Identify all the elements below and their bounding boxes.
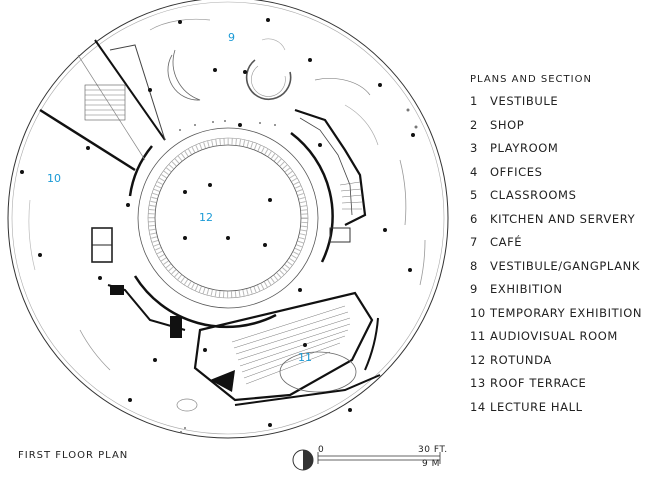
legend-item: 6 KITCHEN AND SERVERY — [470, 212, 648, 236]
legend-item-number: 12 — [470, 352, 486, 367]
rotunda-ramp-hatch — [148, 138, 308, 298]
room-label-9: 9 — [228, 31, 235, 44]
scale-zero-label: 0 — [318, 445, 324, 455]
rotunda-wall-right — [290, 132, 334, 263]
legend-item-number: 1 — [470, 94, 478, 108]
room-label-10: 10 — [47, 172, 61, 185]
legend-item-label: OFFICES — [490, 164, 543, 179]
legend-item: 5 CLASSROOMS — [470, 188, 648, 212]
legend-item-label: VESTIBULE/GANGPLANK — [490, 258, 641, 273]
legend-item: 9 EXHIBITION — [470, 282, 648, 306]
legend-item-label: LECTURE HALL — [490, 399, 583, 414]
audiovisual-wall — [193, 291, 374, 402]
legend-item: 8 VESTIBULE/GANGPLANK — [470, 259, 648, 283]
audiovisual-seating — [231, 305, 351, 385]
legend-item: 12 ROTUNDA — [470, 353, 648, 377]
legend-item-number: 2 — [470, 117, 478, 132]
legend-item-label: SHOP — [490, 117, 525, 132]
outer-wall — [7, 0, 449, 439]
legend-item: 7 CAFÉ — [470, 235, 648, 259]
partition-right-2 — [419, 239, 426, 286]
outer-wall-inner-line — [11, 1, 445, 435]
lower-left-solid-2 — [170, 316, 182, 338]
legend-item-number: 5 — [470, 188, 478, 202]
rotunda-wall-bottom — [133, 275, 277, 329]
legend-item-number: 4 — [470, 164, 478, 179]
wedge-outer-line — [77, 54, 146, 161]
legend-item-label: CLASSROOMS — [490, 188, 577, 202]
lower-left-solid — [110, 285, 124, 295]
legend-list: 1 VESTIBULE 2 SHOP 3 PLAYROOM 4 OFFICES 5 CLASSRO… — [470, 94, 648, 423]
legend: PLANS AND SECTION 1 VESTIBULE 2 SHOP 3 PLAYRO… — [470, 74, 648, 423]
right-core-box — [329, 227, 351, 243]
legend-item-number: 14 — [470, 399, 486, 414]
temporary-exhibition-wall — [39, 108, 136, 172]
legend-item: 3 PLAYROOM — [470, 141, 648, 165]
legend-item-number: 6 — [470, 211, 478, 226]
rotunda-inner-ring — [154, 144, 302, 292]
room-label-12: 12 — [199, 211, 213, 224]
legend-title: PLANS AND SECTION — [470, 74, 592, 85]
legend-item: 13 ROOF TERRACE — [470, 376, 648, 400]
legend-item: 2 SHOP — [470, 118, 648, 142]
far-right-wall — [364, 317, 379, 371]
legend-item: 10 TEMPORARY EXHIBITION — [470, 306, 648, 330]
stair-upper-left — [84, 84, 126, 121]
audiovisual-solid-corner — [210, 370, 235, 392]
stair-right — [339, 181, 363, 210]
legend-item-label: VESTIBULE — [490, 94, 559, 108]
legend-item-label: EXHIBITION — [490, 282, 563, 296]
wedge-wall-upper — [94, 39, 166, 141]
exhibition-curve-2 — [149, 18, 211, 31]
wedge-wall-top — [109, 44, 166, 141]
legend-item-label: ROOF TERRACE — [490, 376, 587, 390]
north-arrow-half — [303, 450, 313, 470]
legend-item-number: 10 — [470, 305, 486, 320]
legend-item-number: 3 — [470, 141, 478, 155]
partition-left-low — [79, 329, 111, 371]
legend-item: 1 VESTIBULE — [470, 94, 648, 118]
legend-item-number: 13 — [470, 376, 486, 390]
small-oval-bottom — [176, 398, 198, 412]
exhibition-curve-1 — [167, 49, 201, 101]
small-marks — [179, 108, 418, 433]
legend-item-number: 9 — [470, 282, 478, 296]
legend-item: 11 AUDIOVISUAL ROOM — [470, 329, 648, 353]
office-wall-inner — [299, 117, 353, 216]
exhibition-curve-5 — [261, 38, 286, 51]
legend-item: 14 LECTURE HALL — [470, 400, 648, 424]
legend-item: 4 OFFICES — [470, 165, 648, 189]
legend-item-label: TEMPORARY EXHIBITION — [490, 305, 643, 320]
rotunda-outer-ring — [137, 127, 319, 309]
exhibition-curve-3 — [314, 78, 371, 96]
legend-item-number: 7 — [470, 235, 478, 249]
scale-meters-label: 9 M — [422, 459, 440, 469]
legend-item-label: AUDIOVISUAL ROOM — [490, 329, 618, 343]
legend-item-number: 11 — [470, 329, 486, 343]
partition-left — [28, 199, 36, 271]
scale-feet-label: 30 FT. — [418, 445, 448, 455]
columns — [20, 18, 415, 427]
legend-item-number: 8 — [470, 258, 478, 273]
legend-item-label: KITCHEN AND SERVERY — [490, 211, 636, 226]
legend-item-label: PLAYROOM — [490, 141, 559, 155]
rotunda-ramp-ring — [147, 137, 309, 299]
room-label-11: 11 — [298, 351, 312, 364]
office-wall — [294, 108, 367, 226]
exhibition-ring — [245, 59, 292, 101]
rotunda-wall-left — [128, 145, 153, 197]
audiovisual-oval — [279, 351, 357, 393]
lower-corridor-wall — [234, 374, 381, 406]
exhibition-curve-4 — [344, 104, 379, 146]
exhibition-ring-inner — [251, 65, 286, 97]
partition-right — [399, 159, 407, 226]
legend-item-label: CAFÉ — [490, 235, 523, 249]
plan-title: FIRST FLOOR PLAN — [18, 450, 129, 461]
legend-item-label: ROTUNDA — [490, 352, 552, 367]
